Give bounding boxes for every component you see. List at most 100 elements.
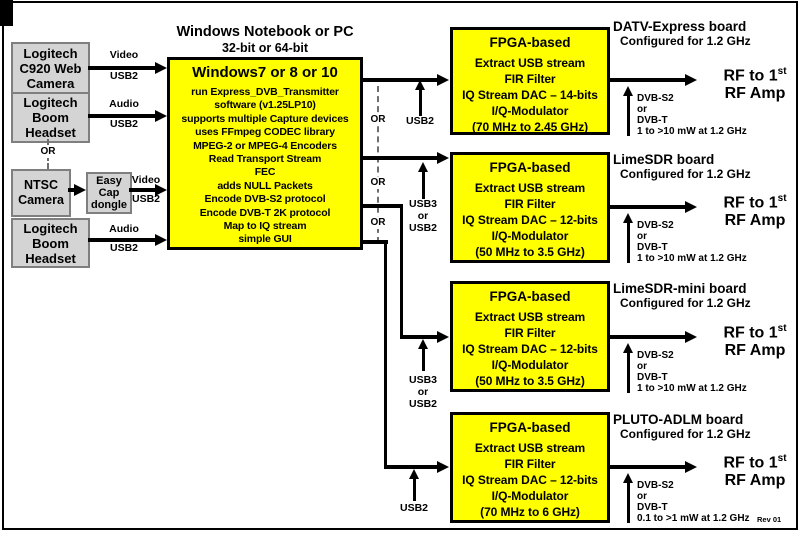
board4-dvb-arrowhead	[623, 473, 633, 483]
board3-name: LimeSDR-mini board	[613, 281, 747, 296]
board-line: FIR Filter	[504, 326, 556, 340]
device-label: Easy	[96, 175, 122, 187]
or-label-mid-1: OR	[365, 114, 391, 126]
feed1-arrowhead	[437, 74, 449, 86]
board1-dvb-label: DVB-S2 or DVB-T 1 to >10 mW at 1.2 GHz	[637, 93, 787, 137]
feed2-arrowhead	[437, 152, 449, 164]
feed4-exit-line	[363, 240, 388, 244]
dvb-mode2: DVB-T	[637, 115, 668, 126]
pc-line: run Express_DVB_Transmitter	[191, 86, 339, 98]
board-line: Extract USB stream	[474, 441, 586, 455]
device-label: dongle	[90, 199, 128, 211]
device-label: Boom	[32, 110, 69, 125]
device-label: Camera	[18, 193, 64, 207]
device-boom-headset-1: Logitech Boom Headset	[11, 92, 90, 143]
usb-feed2-line2: or	[417, 210, 429, 222]
feed3-exit-line	[363, 204, 403, 208]
feed3-vertical-line	[400, 204, 403, 338]
board2-dvb-label: DVB-S2 or DVB-T 1 to >10 mW at 1.2 GHz	[637, 220, 787, 264]
board-line: FIR Filter	[504, 72, 556, 86]
usb-feed4-label: USB2	[399, 502, 428, 514]
board4-rf-out-line	[610, 465, 686, 469]
dvb-mode1: DVB-S2	[637, 350, 674, 361]
board1-dvb-arrow-line	[627, 94, 630, 136]
feed4-arrowhead	[437, 461, 449, 473]
dvb-or: or	[637, 491, 647, 502]
device-label: Logitech	[23, 95, 78, 110]
audio1-usb2-label: USB2	[109, 118, 138, 130]
feed3-line	[400, 335, 438, 339]
usb-feed3-arrowhead	[418, 339, 428, 349]
board-datv-express: FPGA-based Extract USB stream FIR Filter…	[450, 27, 610, 135]
feed3-arrowhead	[437, 331, 449, 343]
rf-line2: RF Amp	[724, 211, 786, 229]
rf-sup: st	[777, 66, 787, 77]
pc-line: FEC	[254, 166, 276, 179]
or-label-mid-2: OR	[365, 177, 391, 189]
dvb-mode1: DVB-S2	[637, 480, 674, 491]
dvb-mode2: DVB-T	[637, 372, 668, 383]
usb-feed2-line3: USB2	[408, 222, 437, 234]
rf-text: RF to 1	[723, 454, 778, 472]
dvb-mode1: DVB-S2	[637, 93, 674, 104]
board-limesdr-mini: FPGA-based Extract USB stream FIR Filter…	[450, 281, 610, 392]
board-line: I/Q-Modulator	[491, 489, 569, 503]
board2-configured: Configured for 1.2 GHz	[620, 167, 751, 181]
board-line: (50 MHz to 3.5 GHz)	[475, 374, 585, 388]
pc-box-lines: run Express_DVB_Transmitter software (v1…	[170, 86, 360, 247]
board3-dvb-label: DVB-S2 or DVB-T 1 to >10 mW at 1.2 GHz	[637, 350, 787, 394]
board1-name: DATV-Express board	[613, 19, 747, 34]
feed4-line	[384, 465, 438, 469]
board-line: Extract USB stream	[474, 56, 586, 70]
rf-text: RF to 1	[723, 324, 778, 342]
board-lines: Extract USB stream FIR Filter IQ Stream …	[453, 55, 607, 135]
board-line: IQ Stream DAC – 12-bits	[462, 473, 598, 487]
device-ntsc-camera: NTSC Camera	[11, 169, 71, 217]
pc-line: Encode DVB-S2 protocol	[204, 193, 326, 206]
video2-arrowhead	[155, 184, 167, 196]
device-label: Headset	[25, 250, 76, 266]
feed4-vertical-line	[384, 240, 387, 468]
device-label: Camera	[26, 75, 75, 91]
board1-rf-out-arrowhead	[685, 74, 697, 86]
board3-dvb-arrowhead	[623, 343, 633, 353]
board4-rf-out-arrowhead	[685, 461, 697, 473]
board-lines: Extract USB stream FIR Filter IQ Stream …	[453, 440, 607, 520]
audio1-arrow-line	[88, 114, 156, 118]
audio2-usb2-label: USB2	[109, 242, 138, 254]
ntsc-easycap-arrowhead	[74, 184, 86, 196]
dvb-power: 1 to >10 mW at 1.2 GHz	[637, 253, 747, 264]
rf-line1: RF to 1st	[712, 63, 798, 85]
board-limesdr: FPGA-based Extract USB stream FIR Filter…	[450, 152, 610, 263]
usb-feed3-line1: USB3	[408, 374, 437, 386]
dvb-power: 0.1 to >1 mW at 1.2 GHz	[637, 513, 750, 524]
video2-usb2-label: USB2	[131, 193, 160, 205]
rf-line1: RF to 1st	[712, 320, 798, 342]
feed2-line	[363, 156, 438, 160]
dvb-or: or	[637, 361, 647, 372]
usb-feed3-arrow-line	[422, 348, 425, 371]
or-label-left: OR	[35, 146, 61, 158]
feed1-line	[363, 78, 438, 82]
rf-sup: st	[777, 323, 787, 334]
board2-rf-out-arrowhead	[685, 201, 697, 213]
usb-feed2-arrow-line	[422, 171, 425, 199]
board-lines: Extract USB stream FIR Filter IQ Stream …	[453, 309, 607, 389]
board-header: FPGA-based	[489, 289, 571, 304]
board3-rf-label: RF to 1st RF Amp	[712, 320, 798, 359]
pc-line: Encode DVB-T 2K protocol	[199, 206, 331, 219]
board-line: I/Q-Modulator	[491, 229, 569, 243]
usb-feed3-label: USB3 or USB2	[400, 374, 446, 410]
pc-title: Windows Notebook or PC	[176, 24, 354, 40]
board4-dvb-label: DVB-S2 or DVB-T 0.1 to >1 mW at 1.2 GHz	[637, 480, 787, 524]
dvb-power: 1 to >10 mW at 1.2 GHz	[637, 126, 747, 137]
dvb-mode2: DVB-T	[637, 502, 668, 513]
board-pluto-adlm: FPGA-based Extract USB stream FIR Filter…	[450, 412, 610, 523]
dvb-mode2: DVB-T	[637, 242, 668, 253]
usb-feed1-arrow-line	[419, 89, 422, 116]
pc-line: adds NULL Packets	[217, 179, 313, 192]
board-line: IQ Stream DAC – 12-bits	[462, 342, 598, 356]
pc-line: uses FFmpeg CODEC library	[195, 126, 335, 139]
